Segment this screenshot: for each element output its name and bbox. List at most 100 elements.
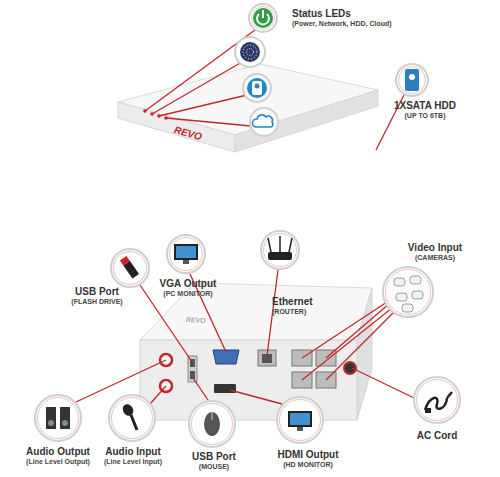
circle-outline — [261, 231, 299, 269]
circle-outline — [108, 394, 156, 442]
callout-circle — [250, 108, 278, 136]
port-name: Video Input — [385, 242, 485, 254]
circle-outline — [248, 3, 278, 33]
port-description: (ROUTER) — [272, 308, 342, 316]
ac-cord-icon — [425, 392, 452, 410]
port-description: (Line Level Output) — [6, 458, 110, 466]
circle-outline — [35, 395, 81, 441]
leader-line — [145, 30, 255, 111]
callout-circle: USB Port(FLASH DRIVE) — [110, 248, 150, 288]
unit-side-face — [357, 288, 372, 420]
callout-circle: Audio Output(Line Level Output) — [34, 394, 82, 442]
callout-text: Audio Input(Line Level Input) — [92, 446, 174, 466]
monitor-icon — [183, 260, 189, 264]
microphone-icon — [121, 402, 136, 417]
leader-line — [76, 360, 166, 402]
port-name: USB Port — [52, 286, 142, 298]
leader-line — [193, 378, 208, 400]
callout-circle: HDMI Output(HD MONITOR) — [276, 396, 324, 444]
monitor-icon — [290, 413, 310, 425]
port-name: Ethernet — [272, 296, 342, 308]
circle-outline — [167, 235, 205, 273]
circle-outline — [34, 394, 82, 442]
flash-drive-icon — [120, 256, 139, 279]
speaker-icon — [62, 420, 68, 426]
circle-outline — [110, 248, 150, 288]
leader-line — [302, 308, 392, 380]
flash-drive-icon — [120, 256, 130, 266]
hdd-drive-icon — [409, 74, 415, 80]
circle-ring — [38, 398, 79, 439]
monitor-icon — [176, 246, 196, 258]
callout-circle: AC Cord — [413, 376, 461, 424]
port-name: Audio Input — [92, 446, 174, 458]
power-icon — [262, 10, 264, 18]
unit-rear-panel — [140, 340, 357, 420]
port-description: (MOUSE) — [172, 463, 256, 471]
leader-line — [159, 95, 247, 116]
callout-circle: 1XSATA HDD(UP TO 6TB) — [395, 63, 429, 97]
callout-circle: Audio Input(Line Level Input) — [108, 394, 156, 442]
router-antenna — [268, 238, 271, 252]
callout-circle: Status LEDs(Power, Network, HDD, Cloud) — [248, 3, 278, 33]
monitor-icon — [174, 244, 198, 260]
brand-logo: REVO — [186, 316, 206, 324]
port-name: VGA Output — [148, 278, 228, 290]
flash-drive-icon — [123, 261, 139, 279]
router-icon — [268, 252, 292, 260]
camera-icon — [396, 293, 407, 301]
port-description: (UP TO 6TB) — [370, 112, 480, 120]
camera-icon — [394, 278, 405, 286]
camera-icon — [410, 276, 421, 284]
circle-ring — [280, 400, 321, 441]
callout-text: Audio Output(Line Level Output) — [6, 446, 110, 466]
circle-outline — [166, 234, 206, 274]
port-description: (HD MONITOR) — [258, 461, 358, 469]
port-name: HDMI Output — [258, 449, 358, 461]
circle-outline — [414, 377, 460, 423]
circle-ring — [112, 398, 153, 439]
leader-line — [352, 368, 414, 398]
callout-circle — [243, 74, 271, 102]
callout-text: USB Port(FLASH DRIVE) — [52, 286, 142, 306]
hdd-icon — [255, 84, 260, 89]
monitor-icon — [288, 411, 312, 427]
circle-outline — [396, 64, 428, 96]
port-name: Status LEDs — [292, 8, 462, 20]
hdmi-port — [214, 384, 236, 393]
circle-ring — [170, 238, 203, 271]
leader-line — [150, 386, 166, 404]
port-description: (FLASH DRIVE) — [52, 298, 142, 306]
leader-line — [230, 390, 282, 404]
port-name: Audio Output — [6, 446, 110, 458]
speaker-icon — [48, 420, 54, 426]
circle-ring — [417, 380, 458, 421]
usb-port — [188, 356, 197, 382]
circle-outline — [249, 4, 277, 32]
leader-line — [326, 303, 390, 358]
power-icon — [257, 14, 269, 24]
power-icon — [253, 8, 273, 28]
nvr-top-unit — [118, 64, 378, 152]
callout-text: Status LEDs(Power, Network, HDD, Cloud) — [292, 8, 462, 28]
speaker-icon — [60, 407, 70, 429]
hdd-icon — [247, 78, 267, 98]
callout-text: VGA Output(PC MONITOR) — [148, 278, 228, 298]
ac-cord-icon — [425, 408, 431, 413]
brand-logo: REVO — [173, 124, 203, 142]
circle-outline — [413, 376, 461, 424]
camera-icon — [402, 304, 413, 312]
circle-outline — [382, 266, 434, 318]
camera-icon — [412, 291, 423, 299]
circle-ring — [252, 7, 275, 30]
unit-top-face — [140, 283, 372, 340]
leader-lines — [76, 30, 414, 404]
circle-ring — [386, 270, 431, 315]
leader-line — [152, 62, 242, 114]
circle-ring — [264, 234, 297, 267]
port-description: (CAMERAS) — [385, 254, 485, 262]
circle-ring — [114, 252, 147, 285]
